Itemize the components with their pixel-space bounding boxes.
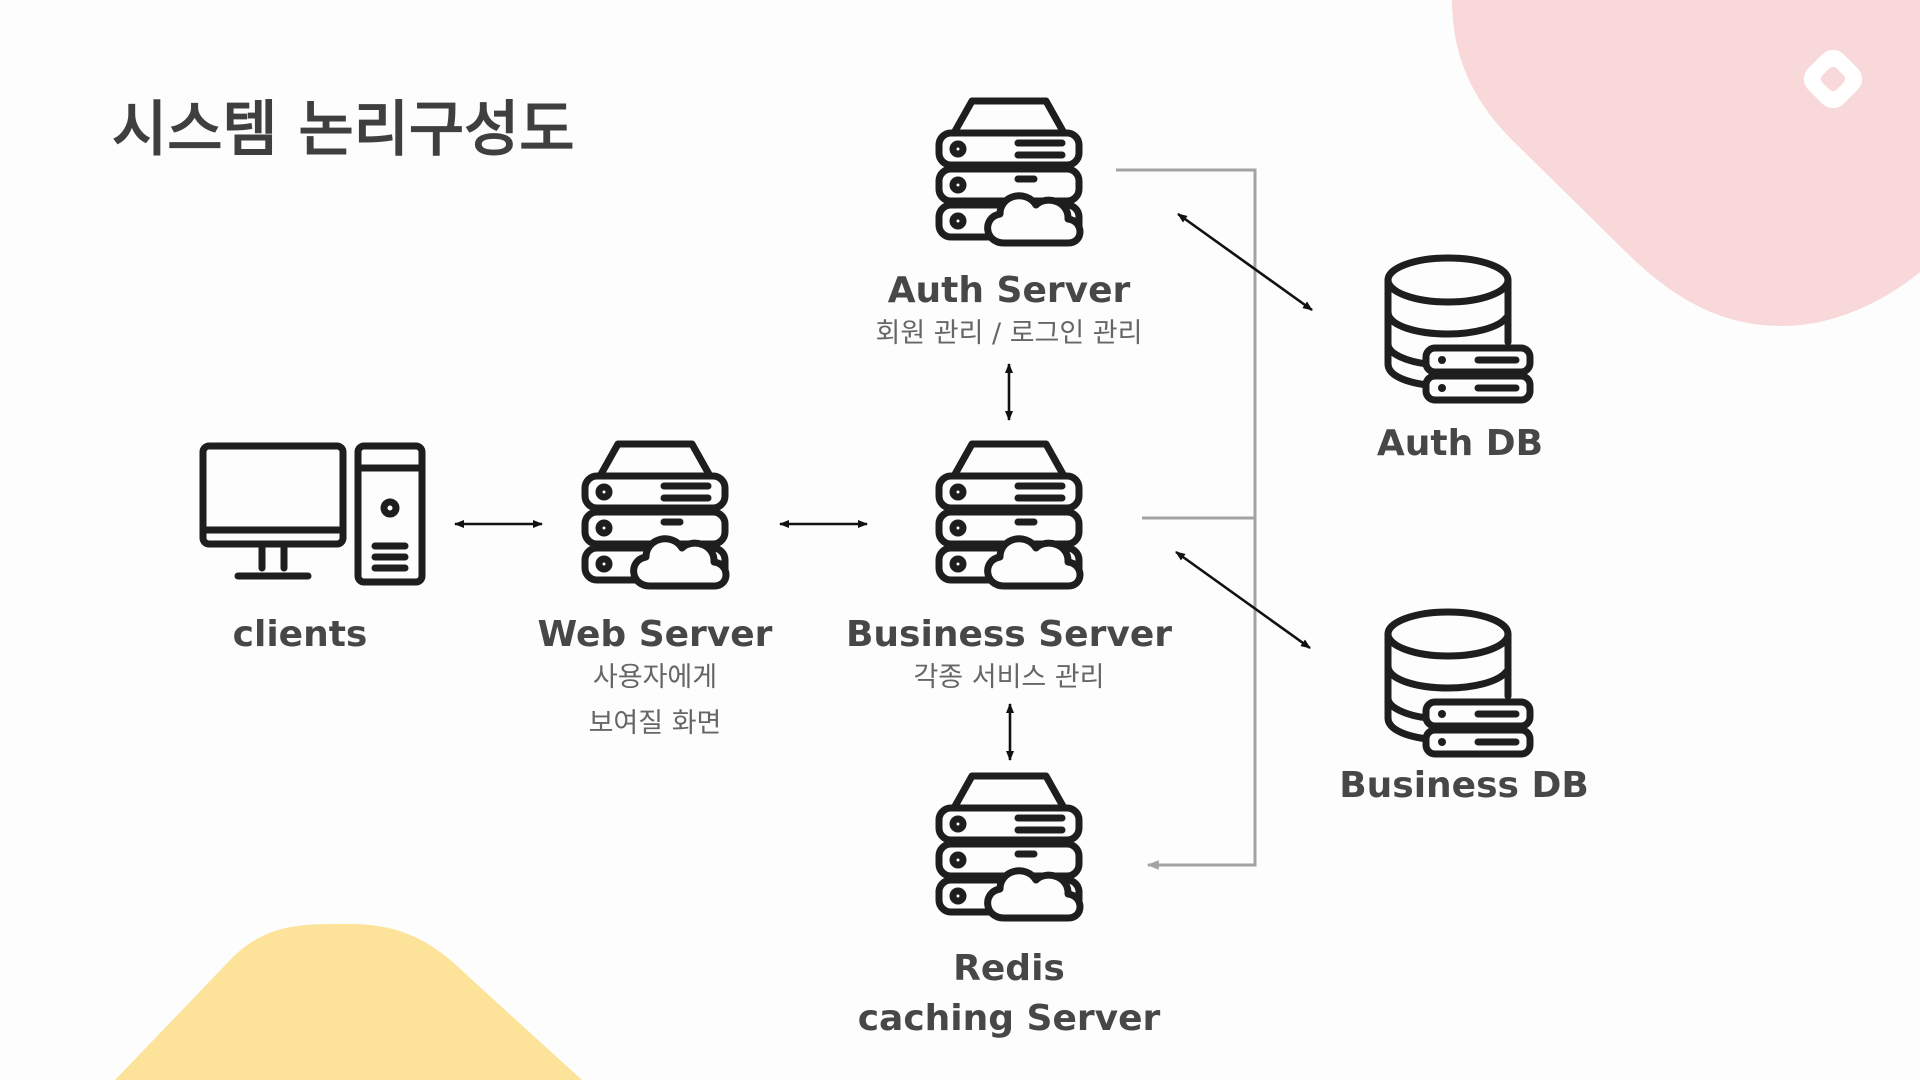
slide-title: 시스템 논리구성도 xyxy=(112,95,575,165)
server-group-bracket xyxy=(1116,168,1257,870)
auth-db-node: Auth DB xyxy=(1377,258,1543,464)
clients-label: clients xyxy=(233,614,368,655)
auth-server-label: Auth Server xyxy=(888,270,1131,311)
clients-node: clients xyxy=(199,442,426,655)
edge-auth-server-auth-db xyxy=(1177,212,1313,312)
database-icon xyxy=(1388,612,1530,754)
database-icon xyxy=(1388,258,1530,400)
diamond-logo-icon xyxy=(1803,49,1863,109)
web-server-desc-line2: 보여질 화면 xyxy=(589,708,722,739)
cloud-server-icon xyxy=(939,776,1080,918)
auth-db-label: Auth DB xyxy=(1377,423,1543,464)
edge-business-server-business-db xyxy=(1175,550,1311,650)
cloud-server-icon xyxy=(939,101,1080,243)
business-server-desc: 각종 서비스 관리 xyxy=(913,662,1104,693)
redis-server-label-line2: caching Server xyxy=(858,998,1161,1039)
decorative-pink-blob xyxy=(1452,0,1920,326)
web-server-node: Web Server 사용자에게 보여질 화면 xyxy=(538,444,773,739)
cloud-server-icon xyxy=(939,444,1080,586)
redis-server-label-line1: Redis xyxy=(953,948,1065,989)
auth-server-node: Auth Server 회원 관리 / 로그인 관리 xyxy=(876,101,1143,349)
cloud-server-icon xyxy=(585,444,726,586)
auth-server-desc: 회원 관리 / 로그인 관리 xyxy=(876,318,1143,349)
web-server-label: Web Server xyxy=(538,614,773,655)
web-server-desc-line1: 사용자에게 xyxy=(593,662,717,693)
desktop-computer-icon xyxy=(199,442,426,586)
redis-server-node: Redis caching Server xyxy=(858,776,1161,1039)
business-db-node: Business DB xyxy=(1339,612,1589,806)
business-db-label: Business DB xyxy=(1339,765,1589,806)
business-server-node: Business Server 각종 서비스 관리 xyxy=(846,444,1172,693)
business-server-label: Business Server xyxy=(846,614,1172,655)
decorative-yellow-blob xyxy=(115,923,582,1080)
